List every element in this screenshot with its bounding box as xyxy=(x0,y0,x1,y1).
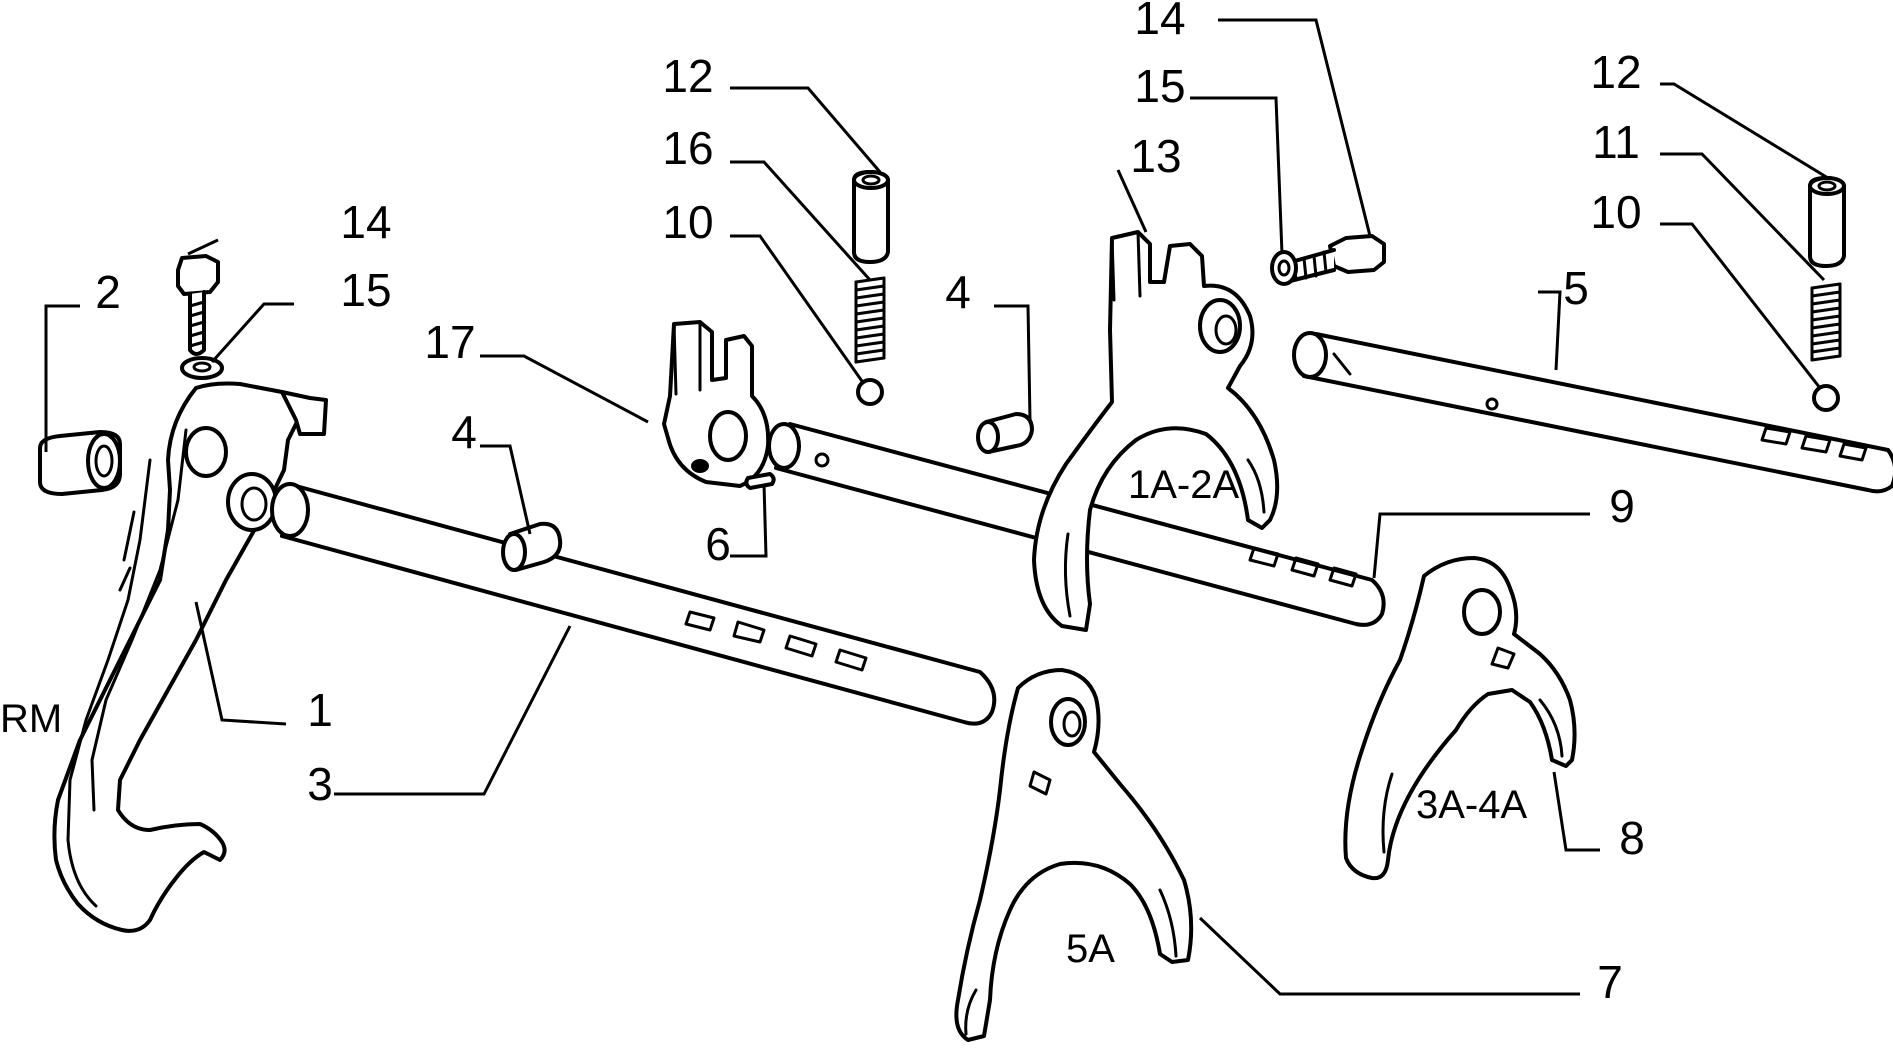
callout-10-right: 10 xyxy=(1590,186,1641,238)
spring-part-11 xyxy=(1810,282,1842,362)
callout-9: 9 xyxy=(1609,480,1635,532)
callout-7: 7 xyxy=(1597,956,1623,1008)
callout-15-left: 15 xyxy=(340,264,391,316)
washer-part-15-left xyxy=(180,356,224,380)
fork-part-13 xyxy=(1032,230,1280,632)
pin-part-4-left xyxy=(501,521,563,572)
callout-4-middle: 4 xyxy=(945,266,971,318)
sleeve-part-12-middle xyxy=(852,170,890,264)
callout-11: 11 xyxy=(1592,116,1640,168)
callout-15-right: 15 xyxy=(1134,60,1185,112)
shaft-part-3 xyxy=(270,482,997,726)
selector-block-part-17 xyxy=(662,320,771,488)
callout-5: 5 xyxy=(1563,262,1589,314)
sleeve-part-12-right xyxy=(1808,176,1846,268)
callout-1: 1 xyxy=(307,684,333,736)
bolt-part-14-left xyxy=(176,254,220,356)
callout-14-right: 14 xyxy=(1134,0,1185,44)
callout-numbers: 2 1 3 14 15 4 17 6 4 12 16 10 13 14 15 5… xyxy=(95,0,1645,1008)
callout-4-left: 4 xyxy=(451,406,477,458)
callout-16: 16 xyxy=(662,122,713,174)
gear-label-3a-4a: 3A-4A xyxy=(1416,783,1527,827)
callout-13: 13 xyxy=(1130,130,1181,182)
callout-10-middle: 10 xyxy=(662,196,713,248)
callout-12-right: 12 xyxy=(1590,46,1641,98)
ball-part-10-middle xyxy=(856,378,884,406)
shaft-part-5 xyxy=(1292,331,1893,494)
callout-17: 17 xyxy=(424,316,475,368)
callout-8: 8 xyxy=(1619,812,1645,864)
fork-part-7 xyxy=(954,668,1194,1042)
callout-6: 6 xyxy=(705,518,731,570)
gear-label-1a-2a: 1A-2A xyxy=(1128,463,1239,507)
gear-labels: RM 1A-2A 3A-4A 5A xyxy=(0,463,1527,971)
roll-pin-part-6 xyxy=(744,472,776,490)
callout-3: 3 xyxy=(307,758,333,810)
callout-12-middle: 12 xyxy=(662,50,713,102)
pin-part-4-middle xyxy=(976,412,1034,454)
gear-label-5a: 5A xyxy=(1066,927,1115,971)
leader-lines xyxy=(44,18,1829,996)
spring-part-16 xyxy=(854,276,886,364)
gear-label-reverse: RM xyxy=(0,697,62,741)
callout-2: 2 xyxy=(95,266,121,318)
fork-part-8 xyxy=(1343,556,1577,881)
callout-14-left: 14 xyxy=(340,196,391,248)
ball-part-10-right xyxy=(1812,384,1840,412)
reverse-fork-part-1 xyxy=(52,381,328,933)
washer-part-15-right xyxy=(1270,250,1298,286)
bushing-part-2 xyxy=(38,430,122,496)
